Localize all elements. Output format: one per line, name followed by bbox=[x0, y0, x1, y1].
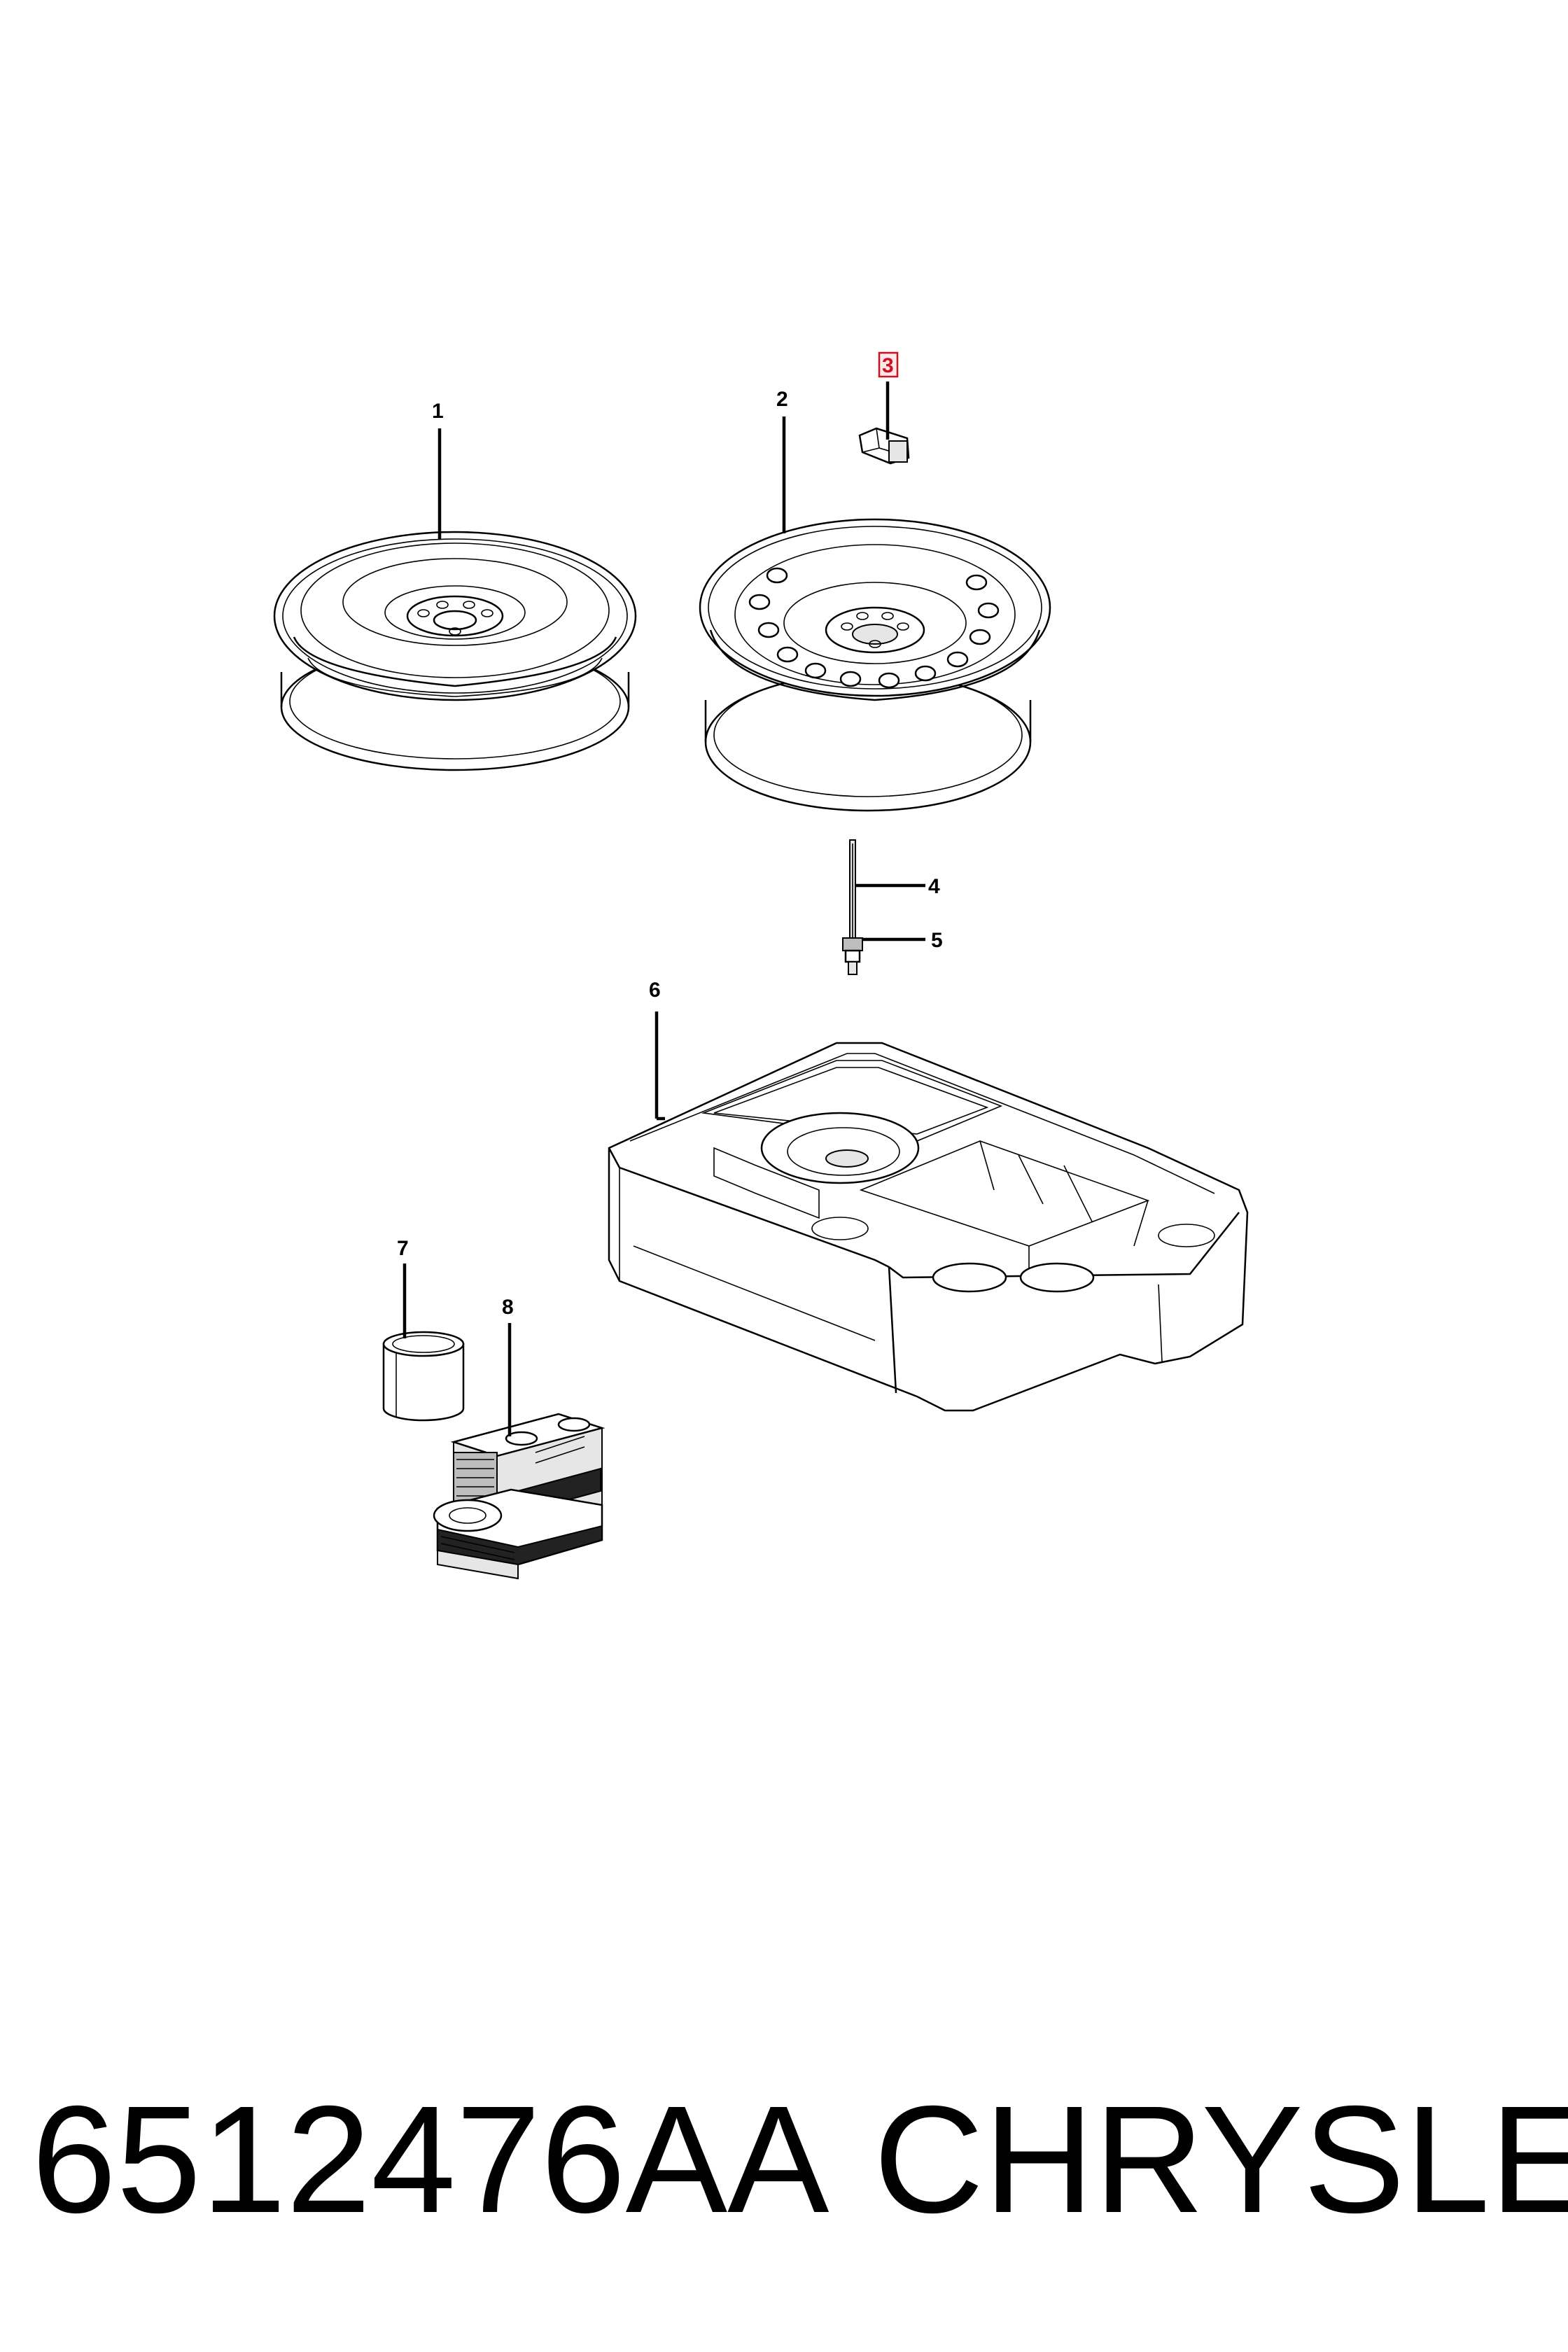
leader-lines bbox=[402, 382, 925, 1436]
part-7-sealant-bottle bbox=[382, 1331, 465, 1422]
callout-4: 4 bbox=[928, 875, 940, 898]
part-8-compressor bbox=[433, 1413, 606, 1580]
brand-name: CHRYSLER bbox=[874, 2075, 1568, 2245]
callout-6: 6 bbox=[649, 979, 661, 1002]
callout-1: 1 bbox=[432, 400, 444, 423]
callout-8: 8 bbox=[502, 1296, 514, 1319]
callout-7: 7 bbox=[397, 1237, 409, 1260]
part-2-steel-wheel bbox=[699, 518, 1051, 812]
callouts: 1 2 3 4 5 6 7 8 bbox=[397, 351, 943, 1319]
part-3-clip bbox=[858, 427, 910, 465]
callout-5: 5 bbox=[931, 929, 943, 952]
part-1-spare-wheel bbox=[273, 531, 637, 771]
part-number: 6512476AA bbox=[31, 2075, 830, 2245]
callout-2: 2 bbox=[776, 388, 788, 411]
part-4-5-hold-down-bolt bbox=[842, 839, 863, 975]
part-6-storage-tray bbox=[608, 1042, 1249, 1412]
callout-3: 3 bbox=[882, 354, 894, 377]
callout-3-highlight-box bbox=[878, 351, 899, 378]
